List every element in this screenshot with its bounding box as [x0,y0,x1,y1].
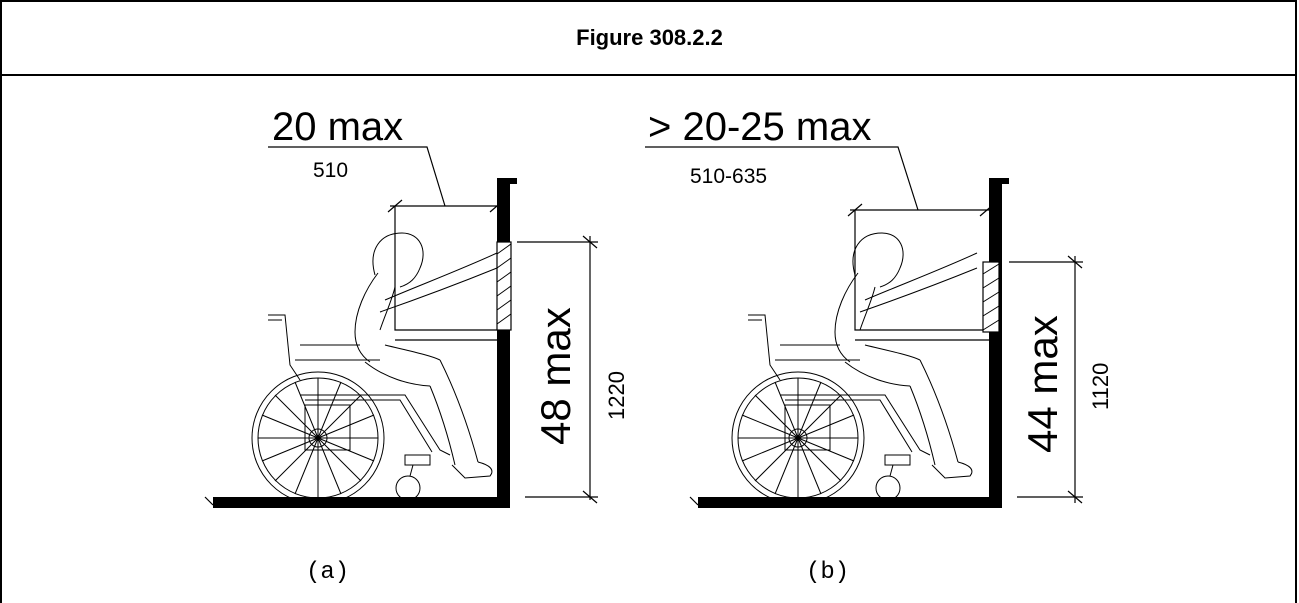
reach-envelope [394,206,497,331]
panel-b-caption: (b) [806,559,849,586]
panel-b-reach-inches: > 20-25 max [648,105,871,149]
wall-obstruction-icon [497,178,510,508]
floor [213,497,510,508]
wheelchair-user-icon [251,232,498,505]
panel-a-height-inches: 48 max [532,307,579,445]
panel-a-reach-mm: 510 [313,159,348,182]
panel-a-height-mm: 1220 [604,371,629,420]
panel-b-height-mm: 1120 [1088,363,1113,410]
panel-b: > 20-25 max 510-635 44 max 1120 (b) [645,105,1113,586]
figure-header: Figure 308.2.2 [2,2,1297,76]
panel-b-reach-mm: 510-635 [690,165,767,188]
panel-a: 20 max 510 48 max 1220 (a) [204,105,629,586]
figure-title: Figure 308.2.2 [576,25,723,50]
floor [698,497,1002,508]
reach-envelope [854,210,985,331]
panel-a-caption: (a) [306,559,349,586]
panel-b-height-inches: 44 max [1019,315,1066,453]
panel-a-reach-inches: 20 max [272,105,403,149]
operable-part [496,241,512,331]
wall-obstruction-icon [989,178,1002,508]
